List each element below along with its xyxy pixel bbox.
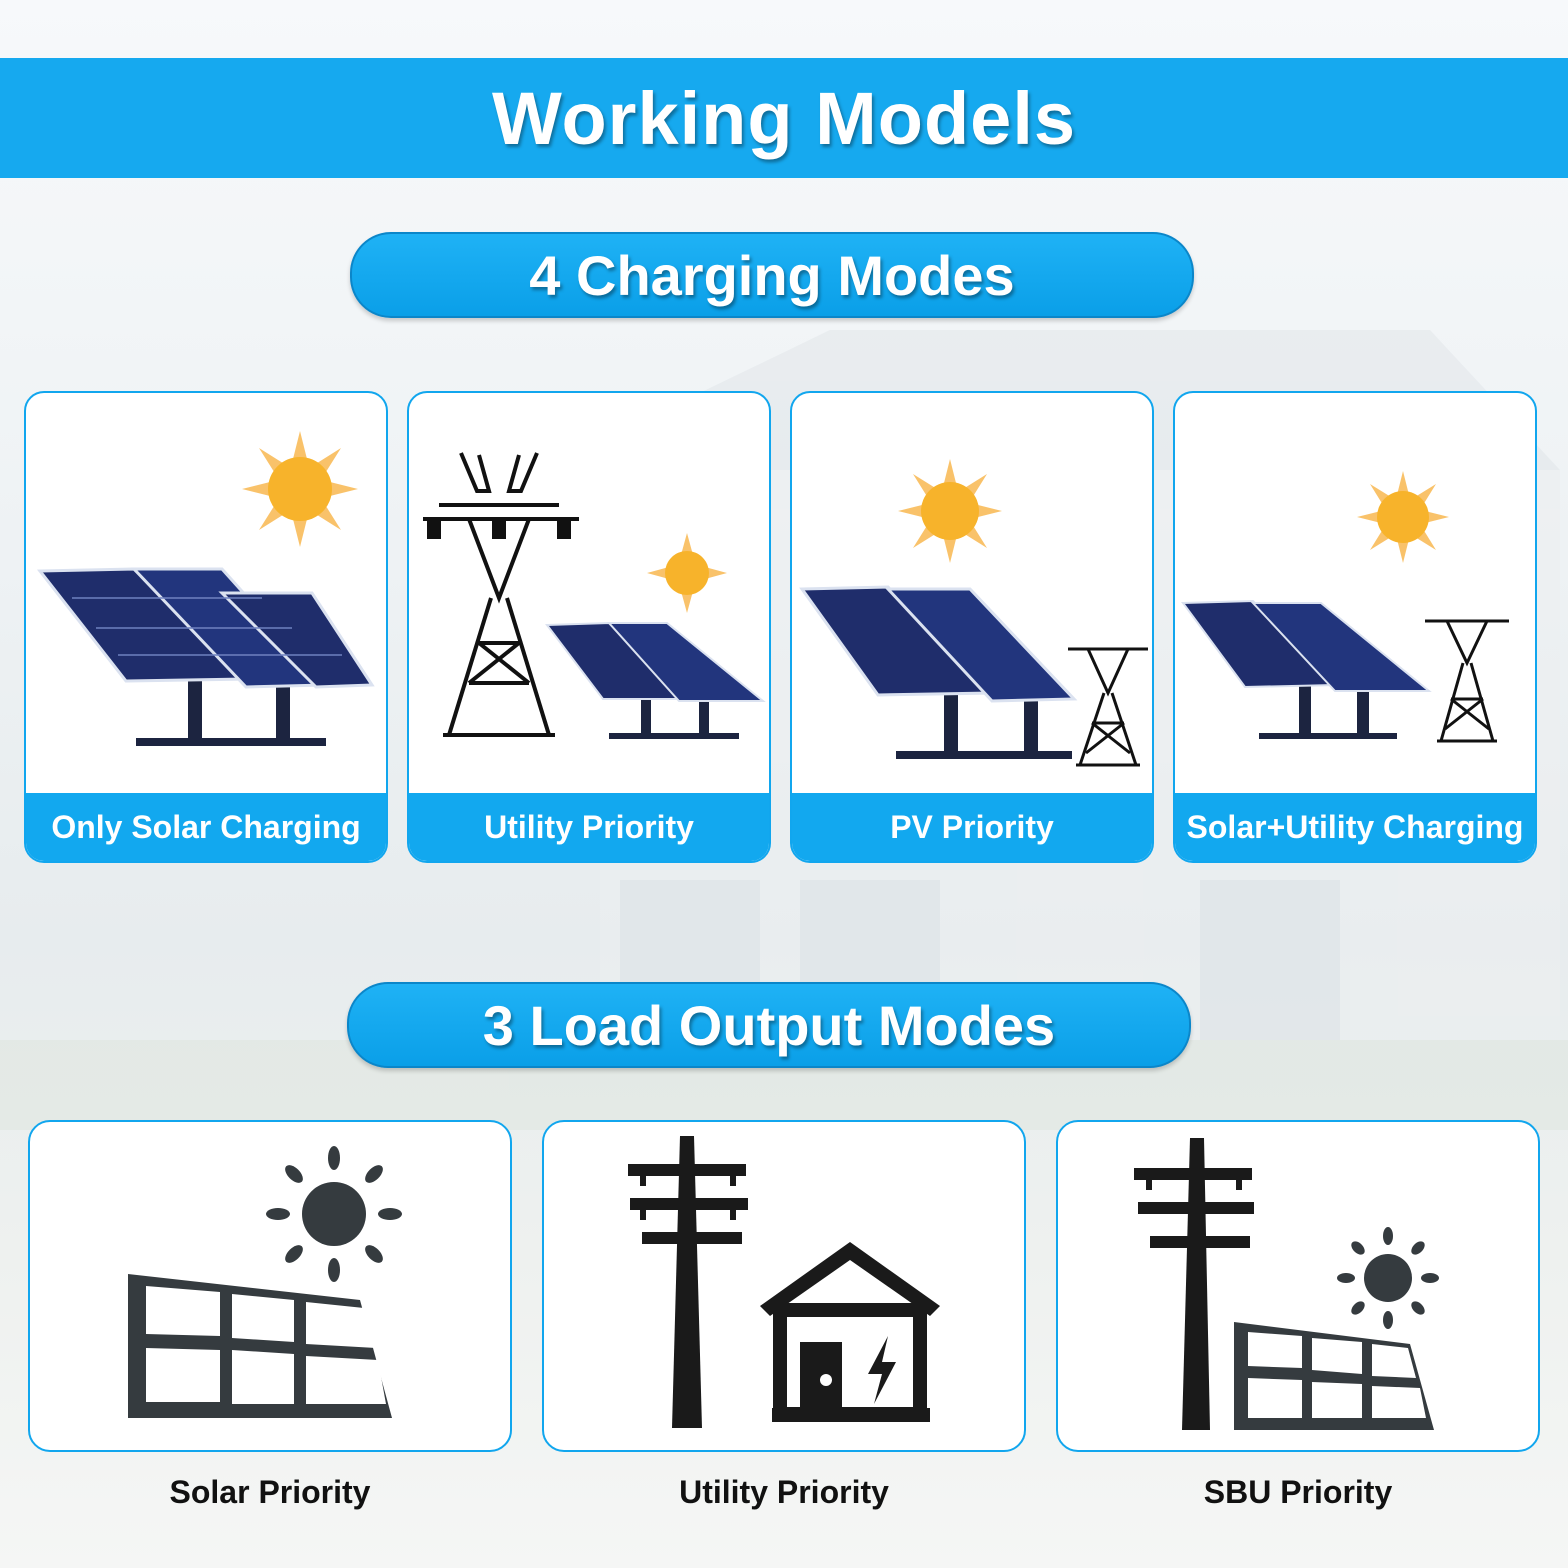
charging-mode-label: Utility Priority	[409, 793, 769, 861]
sun-icon	[898, 459, 1002, 563]
sun-icon	[1337, 1227, 1439, 1329]
solar-panel-icon	[1234, 1322, 1434, 1430]
solar-panel-pylon-sun-icon	[1181, 471, 1509, 743]
house-icon	[760, 1242, 940, 1422]
charging-mode-card: Solar+Utility Charging	[1173, 391, 1537, 863]
charging-mode-card: PV Priority	[790, 391, 1154, 863]
page-title: Working Models	[491, 76, 1077, 160]
solar-panel-sun-icon	[128, 1146, 402, 1418]
charging-mode-card: Utility Priority	[407, 391, 771, 863]
sun-icon	[647, 533, 727, 613]
solar-array-icon	[799, 585, 1078, 759]
load-mode-label: SBU Priority	[1203, 1474, 1393, 1510]
load-mode-card	[542, 1120, 1026, 1452]
charging-modes-title: 4 Charging Modes	[529, 243, 1015, 307]
load-mode-card	[1056, 1120, 1540, 1452]
load-mode-card	[28, 1120, 512, 1452]
utility-pole-house-icon	[628, 1136, 940, 1428]
transmission-tower-icon	[423, 452, 579, 737]
charging-mode-card: Only Solar Charging	[24, 391, 388, 863]
solar-array-icon	[36, 567, 375, 746]
solar-panel-icon	[128, 1274, 392, 1418]
load-mode-label: Utility Priority	[679, 1474, 889, 1510]
load-mode-label: Solar Priority	[169, 1474, 371, 1510]
title-banner: Working Models	[0, 58, 1568, 178]
utility-pole-icon	[628, 1136, 748, 1428]
pylon-solar-panel-sun-icon	[423, 452, 766, 739]
transmission-tower-icon	[1425, 619, 1509, 743]
charging-mode-label: PV Priority	[792, 793, 1152, 861]
sun-icon	[1357, 471, 1449, 563]
solar-array-icon	[545, 621, 766, 739]
charging-modes-heading: 4 Charging Modes	[350, 232, 1194, 318]
load-modes-title: 3 Load Output Modes	[482, 993, 1056, 1057]
sun-icon	[242, 431, 358, 547]
sun-icon	[266, 1146, 402, 1282]
charging-mode-label: Solar+Utility Charging	[1175, 793, 1535, 861]
lightning-icon	[868, 1336, 896, 1404]
solar-panel-sun-icon	[36, 431, 375, 746]
solar-array-icon	[1181, 599, 1432, 739]
transmission-tower-icon	[1068, 647, 1148, 767]
load-modes-heading: 3 Load Output Modes	[347, 982, 1191, 1068]
utility-pole-solar-panel-sun-icon	[1134, 1138, 1439, 1430]
solar-panel-pylon-sun-icon	[799, 459, 1148, 767]
charging-mode-label: Only Solar Charging	[26, 793, 386, 861]
utility-pole-icon	[1134, 1138, 1254, 1430]
